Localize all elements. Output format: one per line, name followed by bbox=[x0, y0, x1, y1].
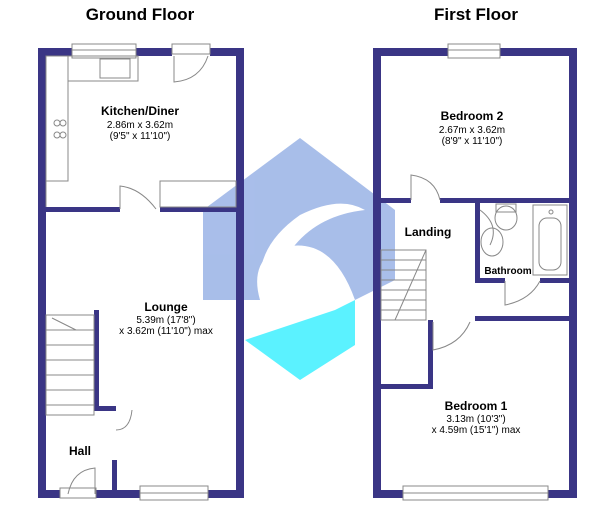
bedroom1-name: Bedroom 1 bbox=[445, 399, 508, 413]
lounge-dim-line2: x 3.62m (11'10") max bbox=[119, 326, 213, 337]
watermark-logo bbox=[203, 138, 395, 380]
ground-floor-title: Ground Floor bbox=[86, 5, 195, 24]
bedroom2-dim-imperial: (8'9" x 11'10") bbox=[442, 136, 503, 147]
lounge-name: Lounge bbox=[144, 300, 188, 314]
first-floor-title: First Floor bbox=[434, 5, 518, 24]
stairs-first bbox=[380, 249, 427, 321]
bathroom-name: Bathroom bbox=[484, 266, 531, 277]
bedroom2-name: Bedroom 2 bbox=[441, 109, 504, 123]
bedroom1-dim-line2: x 4.59m (15'1") max bbox=[432, 425, 521, 436]
bedroom1-dim-line1: 3.13m (10'3") bbox=[446, 414, 505, 425]
kitchen-dim-metric: 2.86m x 3.62m bbox=[107, 120, 173, 131]
landing-name: Landing bbox=[405, 225, 452, 239]
kitchen-name: Kitchen/Diner bbox=[101, 104, 179, 118]
first-floor bbox=[373, 43, 577, 501]
kitchen-dim-imperial: (9'5" x 11'10") bbox=[110, 131, 171, 142]
ground-floor bbox=[38, 43, 244, 501]
bedroom2-dim-metric: 2.67m x 3.62m bbox=[439, 125, 505, 136]
lounge-dim-line1: 5.39m (17'8") bbox=[136, 315, 195, 326]
hall-name: Hall bbox=[69, 444, 91, 458]
stairs-ground bbox=[45, 314, 95, 416]
